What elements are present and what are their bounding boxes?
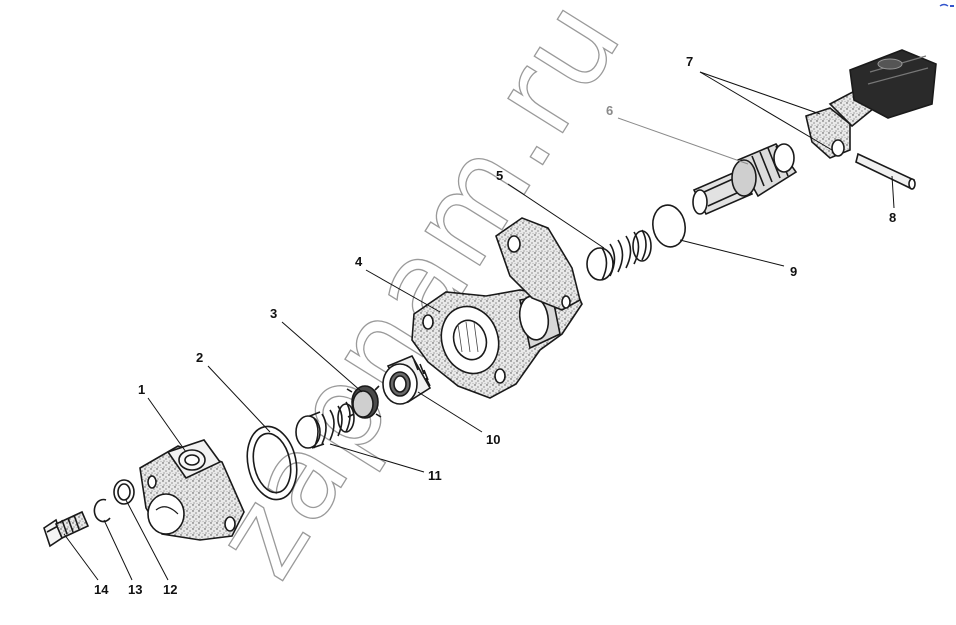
leader-11 (329, 443, 425, 473)
leader-lines (63, 71, 895, 581)
callout-9: 9 (790, 264, 797, 279)
callout-4: 4 (355, 254, 363, 269)
part-spring-small (295, 401, 355, 449)
leader-6 (617, 117, 749, 165)
callout-8: 8 (889, 210, 896, 225)
callout-12: 12 (163, 582, 177, 597)
leader-1 (147, 397, 187, 453)
part-small-ring (113, 479, 135, 505)
leader-9 (679, 239, 785, 267)
callout-6: 6 (606, 103, 613, 118)
corner-mark (939, 3, 954, 7)
part-rotor (346, 385, 382, 419)
part-gear (382, 354, 432, 405)
part-oring (652, 204, 686, 248)
part-large-ring (246, 425, 298, 501)
leader-5 (507, 183, 605, 249)
part-splined-shaft (692, 143, 798, 216)
part-pin (855, 152, 916, 190)
callout-5: 5 (496, 168, 503, 183)
leader-12 (125, 499, 169, 581)
part-screw (43, 510, 90, 548)
leader-14 (63, 533, 99, 581)
leader-4 (365, 269, 441, 313)
part-housing (411, 217, 583, 399)
callout-7: 7 (686, 54, 693, 69)
part-lever (805, 49, 937, 159)
part-cover (139, 439, 245, 541)
leader-8 (891, 175, 895, 209)
part-spring-large (586, 229, 652, 281)
leader-7b (699, 71, 833, 151)
leader-10 (417, 391, 483, 433)
leader-7a (699, 71, 821, 115)
callout-labels: 1 2 3 4 5 6 7 8 9 10 11 12 13 14 (94, 54, 896, 597)
callout-1: 1 (138, 382, 145, 397)
leader-13 (103, 519, 133, 581)
leader-2 (207, 365, 271, 433)
callout-11: 11 (428, 468, 442, 483)
callout-14: 14 (94, 582, 109, 597)
callout-2: 2 (196, 350, 203, 365)
leader-3 (281, 321, 363, 393)
callout-3: 3 (270, 306, 277, 321)
part-circlip (93, 498, 111, 523)
callout-13: 13 (128, 582, 142, 597)
callout-10: 10 (486, 432, 500, 447)
